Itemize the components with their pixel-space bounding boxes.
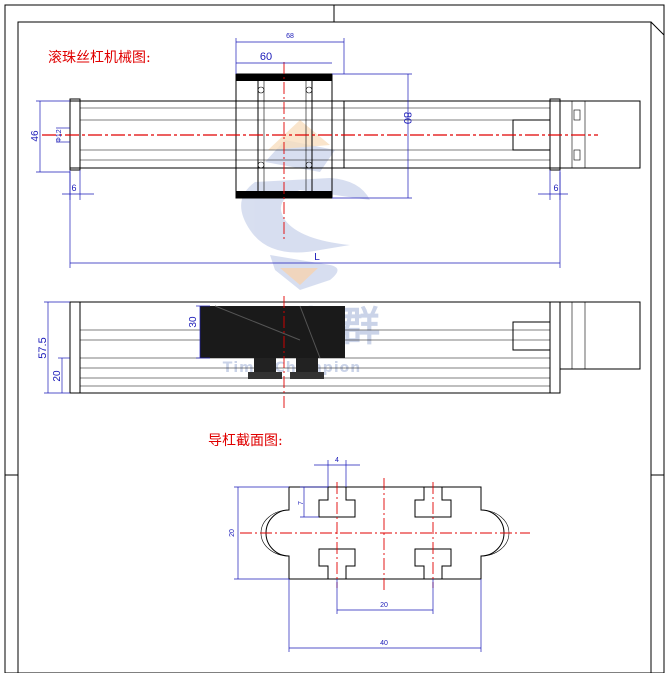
top-view — [42, 62, 641, 240]
dim-left-6: 6 — [71, 183, 76, 193]
side-view-dimensions: 57.5 20 30 — [37, 301, 210, 394]
side-view — [69, 296, 641, 410]
dim-right-6: 6 — [553, 183, 558, 193]
dim-46: 46 — [30, 130, 41, 142]
dim-slot-7: 7 — [298, 501, 305, 505]
dim-80: 80 — [401, 112, 413, 124]
dim-57-5: 57.5 — [37, 337, 49, 358]
dim-68: 68 — [286, 33, 294, 40]
dim-width-40: 40 — [380, 640, 388, 647]
guide-rail-cross-section — [240, 478, 530, 590]
drawing-frame — [4, 4, 665, 673]
dim-slot-4: 4 — [335, 457, 339, 464]
dim-dia-12: Φ12 — [56, 129, 63, 142]
dim-slot-spacing-20: 20 — [380, 602, 388, 609]
section-dimensions: 4 7 20 20 40 — [229, 457, 482, 652]
watermark-logo-icon — [241, 140, 370, 290]
top-view-dimensions: 68 60 80 46 Φ12 6 6 L — [30, 33, 568, 268]
section-title-guide-rail: 导杠截面图: — [208, 433, 283, 449]
dim-side-30: 30 — [188, 316, 199, 328]
dim-section-height-20: 20 — [229, 529, 236, 537]
dim-60: 60 — [260, 51, 272, 63]
section-title-ball-screw: 滚珠丝杠机械图: — [48, 49, 151, 66]
dim-length-L: L — [314, 252, 320, 263]
dim-side-20: 20 — [52, 370, 63, 382]
